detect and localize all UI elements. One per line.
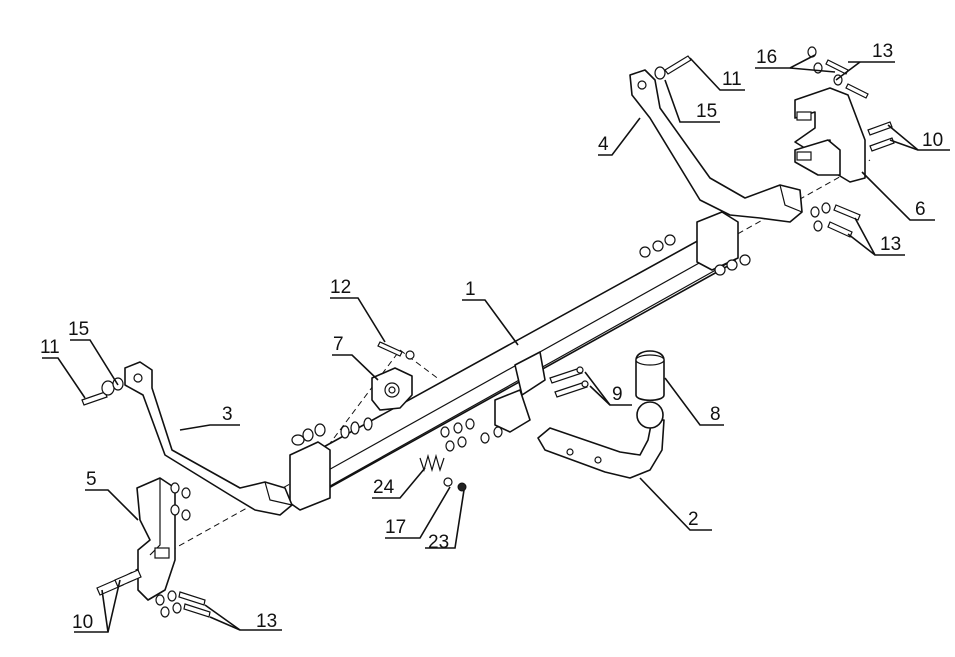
fastener-cluster-left-bracket [291, 417, 373, 446]
bolts-part-13-top [807, 46, 869, 99]
bracket-alignment-line-left [309, 349, 441, 471]
callout-12: 12 [330, 277, 351, 298]
fastener-cluster-right-bracket [639, 234, 751, 276]
callout-15-left: 15 [68, 319, 89, 340]
callout-7: 7 [333, 334, 344, 355]
bolts-part-13-bottom [155, 590, 211, 618]
main-crossbar-part [289, 211, 739, 511]
callout-13-bottom: 13 [256, 611, 277, 632]
fastener-cluster-center [440, 418, 503, 492]
callout-8: 8 [710, 404, 721, 425]
callout-11-left: 11 [40, 337, 60, 358]
callout-24: 24 [373, 477, 395, 498]
callout-labels: 1 2 3 4 5 6 7 8 9 10 10 11 11 12 13 13 1… [40, 41, 943, 633]
callout-2: 2 [688, 509, 699, 530]
callout-5: 5 [86, 469, 97, 490]
callout-15-right: 15 [696, 101, 717, 122]
right-side-bracket-part [629, 69, 803, 223]
bolts-part-10-right [867, 121, 895, 152]
callout-16: 16 [756, 47, 777, 68]
callout-23: 23 [428, 532, 449, 553]
nuts-part-5-bracket [170, 482, 191, 521]
callout-leaders [42, 54, 950, 633]
spring-part [419, 453, 445, 473]
tow-ball-neck-part [537, 401, 665, 479]
callout-4: 4 [598, 134, 609, 155]
right-mounting-plate-part [794, 87, 866, 183]
bolts-part-10-left [96, 569, 142, 596]
ball-cap-part [635, 350, 665, 402]
bolts-part-13-mid [810, 202, 861, 238]
callout-6: 6 [915, 199, 926, 220]
callout-3: 3 [222, 404, 233, 425]
bolts-part-11-15-right [654, 55, 692, 80]
callout-13-mid: 13 [880, 234, 901, 255]
callout-10-left: 10 [72, 612, 93, 633]
callout-1: 1 [465, 279, 476, 300]
callout-11-right: 11 [722, 69, 742, 90]
neck-bolts-part [549, 366, 589, 398]
left-side-bracket-part [124, 361, 293, 516]
left-mounting-plate-part [136, 477, 176, 601]
bolts-part-12 [377, 341, 415, 360]
callout-13-top: 13 [872, 41, 893, 62]
socket-plate-part [371, 367, 413, 411]
callout-9: 9 [612, 384, 623, 405]
callout-10-right: 10 [922, 130, 943, 151]
callout-17: 17 [385, 517, 406, 538]
